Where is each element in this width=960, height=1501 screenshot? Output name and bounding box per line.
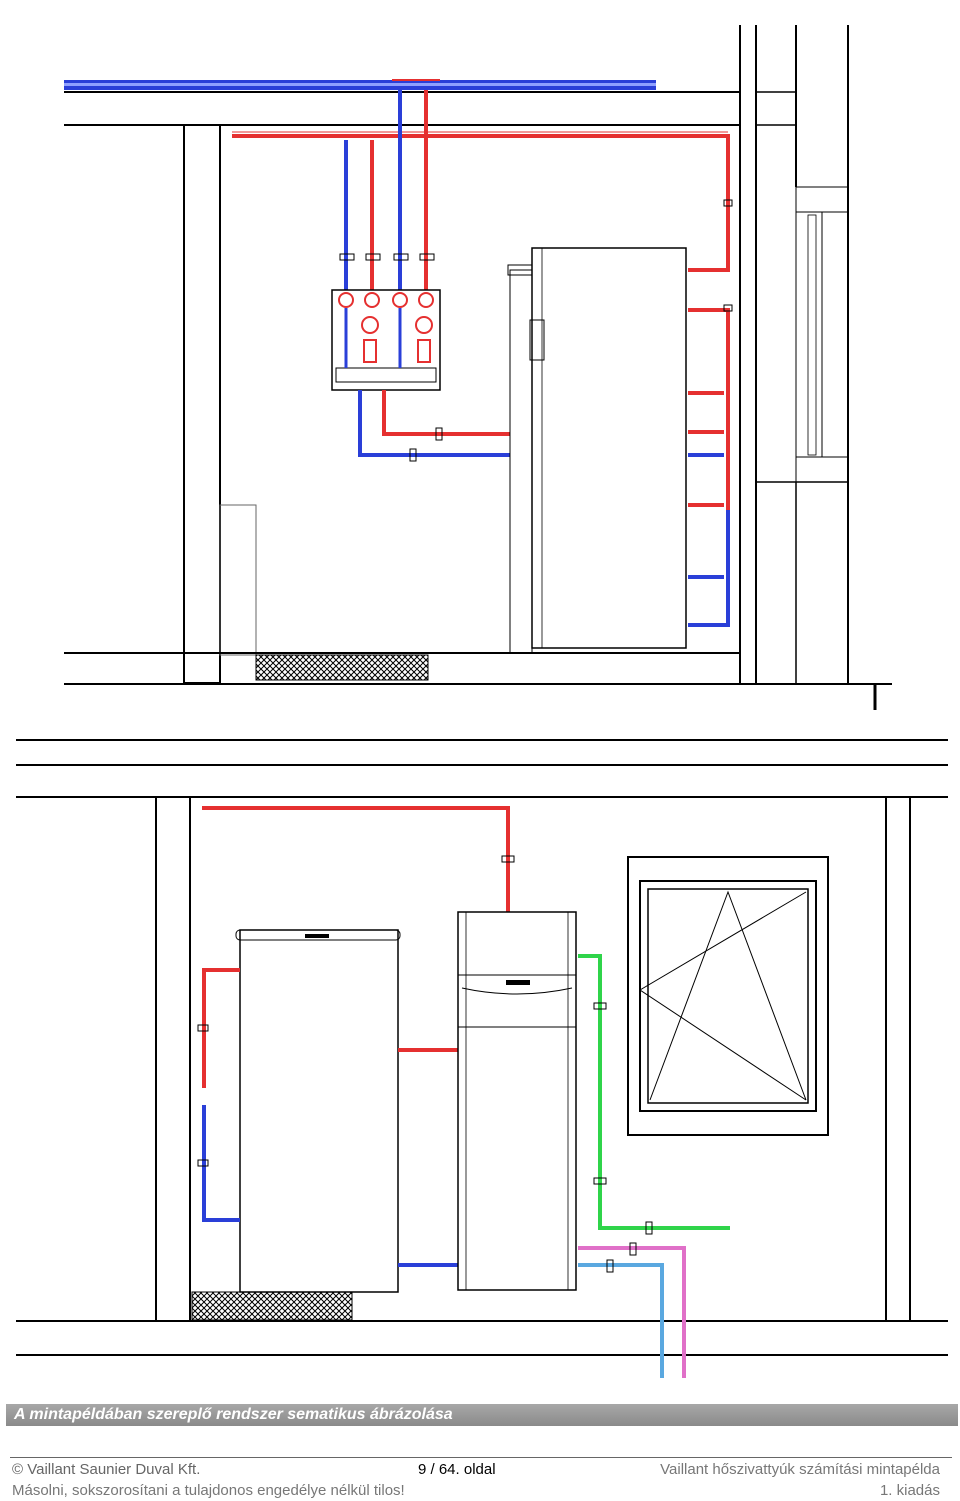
footer-edition: 1. kiadás bbox=[879, 1482, 940, 1499]
system-schematic-drawing bbox=[16, 25, 948, 1378]
pump-manifold bbox=[331, 289, 441, 391]
figure-caption: A mintapéldában szereplő rendszer semati… bbox=[6, 1404, 958, 1426]
heat-pump-unit bbox=[457, 911, 577, 1291]
footer-document-title: Vaillant hőszivattyúk számítási mintapél… bbox=[660, 1461, 940, 1478]
hot-water-cylinder bbox=[235, 929, 401, 1293]
footer-page-number: 9 / 64. oldal bbox=[418, 1461, 496, 1478]
upper-floor-section bbox=[64, 25, 892, 710]
lower-floor-section bbox=[16, 796, 948, 1378]
storage-tank-upper bbox=[507, 247, 687, 654]
window bbox=[627, 856, 829, 1136]
footer-copyright: © Vaillant Saunier Duval Kft. bbox=[12, 1461, 201, 1478]
footer-copy-notice: Másolni, sokszorosítani a tulajdonos eng… bbox=[12, 1482, 405, 1499]
footer-divider bbox=[10, 1457, 952, 1458]
